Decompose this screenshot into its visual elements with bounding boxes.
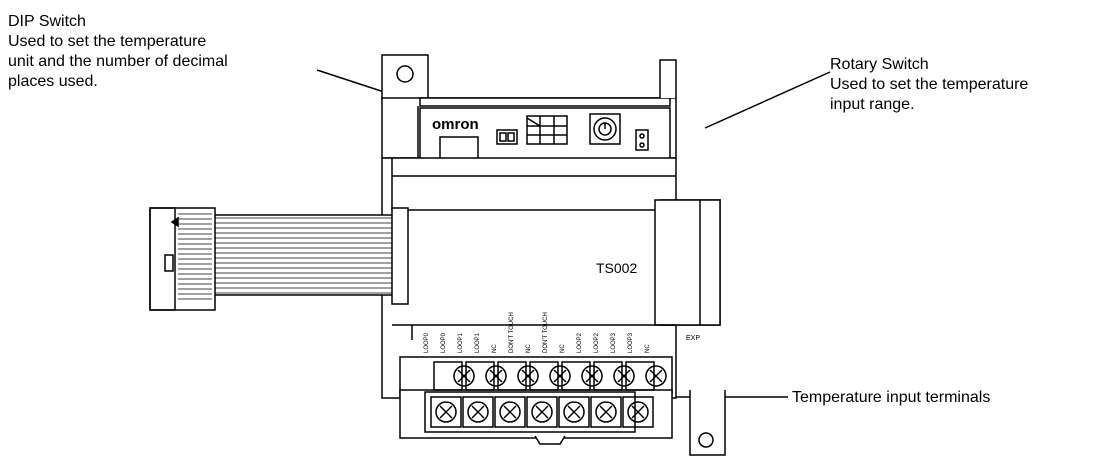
terminal-label: LOOP3	[628, 332, 634, 353]
terminal-cell	[497, 361, 527, 391]
terminal-label: NC	[560, 344, 566, 353]
dip-switch-desc-1: Used to set the temperature	[8, 33, 207, 50]
terminal-label: LOOP1	[458, 332, 464, 353]
terminal-callout: Temperature input terminals	[792, 388, 990, 408]
terminal-cell	[590, 396, 622, 428]
dip-switch[interactable]	[496, 129, 518, 145]
rotary-switch-callout: Rotary Switch Used to set the temperatur…	[830, 55, 1028, 115]
terminal-screw	[453, 365, 475, 387]
terminal-screw	[517, 365, 539, 387]
dip-switch-desc-2: unit and the number of decimal	[8, 53, 228, 70]
terminal-cell	[433, 361, 463, 391]
terminal-cell	[622, 396, 654, 428]
terminal-cell	[494, 396, 526, 428]
terminal-cell	[529, 361, 559, 391]
dip-switch-callout: DIP Switch Used to set the temperature u…	[8, 12, 228, 92]
bottom-mount-tab	[689, 390, 726, 456]
terminal-block	[399, 356, 673, 445]
model-label: TS002	[596, 260, 637, 276]
rotary-leader-line	[704, 71, 831, 129]
terminal-title: Temperature input terminals	[792, 389, 991, 406]
terminal-screw	[485, 365, 507, 387]
terminal-label: LOOP2	[577, 332, 583, 353]
rotary-switch-desc-2: input range.	[830, 96, 915, 113]
terminal-label: LOOP0	[441, 332, 447, 353]
terminal-screw	[627, 401, 649, 423]
terminal-screw	[645, 365, 667, 387]
terminal-screw	[435, 401, 457, 423]
dip-switch-desc-3: places used.	[8, 73, 98, 90]
small-connector	[635, 129, 649, 151]
terminal-label: NC	[645, 344, 651, 353]
rotary-switch[interactable]	[589, 113, 621, 145]
brand-logo: omron	[432, 116, 479, 133]
terminal-cell	[625, 361, 655, 391]
terminal-cell	[558, 396, 590, 428]
exp-label: EXP	[686, 335, 700, 342]
terminal-screw	[595, 401, 617, 423]
rotary-switch-title: Rotary Switch	[830, 56, 929, 73]
terminal-label: DON'T TOUCH	[543, 312, 549, 353]
cable-connector	[149, 207, 216, 311]
terminal-label: LOOP1	[475, 332, 481, 353]
terminal-label: DON'T TOUCH	[509, 312, 515, 353]
setting-table	[526, 115, 568, 145]
terminal-screw	[563, 401, 585, 423]
terminal-label: LOOP2	[594, 332, 600, 353]
terminal-screw	[581, 365, 603, 387]
ribbon-cable	[204, 207, 409, 305]
terminal-label: NC	[492, 344, 498, 353]
terminal-cell	[462, 396, 494, 428]
dip-switch-title: DIP Switch	[8, 13, 86, 30]
front-panel: omron	[419, 107, 671, 161]
terminal-label: LOOP0	[424, 332, 430, 353]
terminal-cell	[465, 361, 495, 391]
terminal-label: NC	[526, 344, 532, 353]
terminal-screw	[531, 401, 553, 423]
rotary-switch-desc-1: Used to set the temperature	[830, 76, 1029, 93]
terminal-screw	[499, 401, 521, 423]
terminal-screw	[467, 401, 489, 423]
terminal-cell	[526, 396, 558, 428]
terminal-cell	[561, 361, 591, 391]
terminal-cell	[430, 396, 462, 428]
top-mount-tab	[381, 54, 429, 100]
terminal-label: LOOP3	[611, 332, 617, 353]
terminal-screw	[549, 365, 571, 387]
terminal-screw	[613, 365, 635, 387]
terminal-cell	[593, 361, 623, 391]
